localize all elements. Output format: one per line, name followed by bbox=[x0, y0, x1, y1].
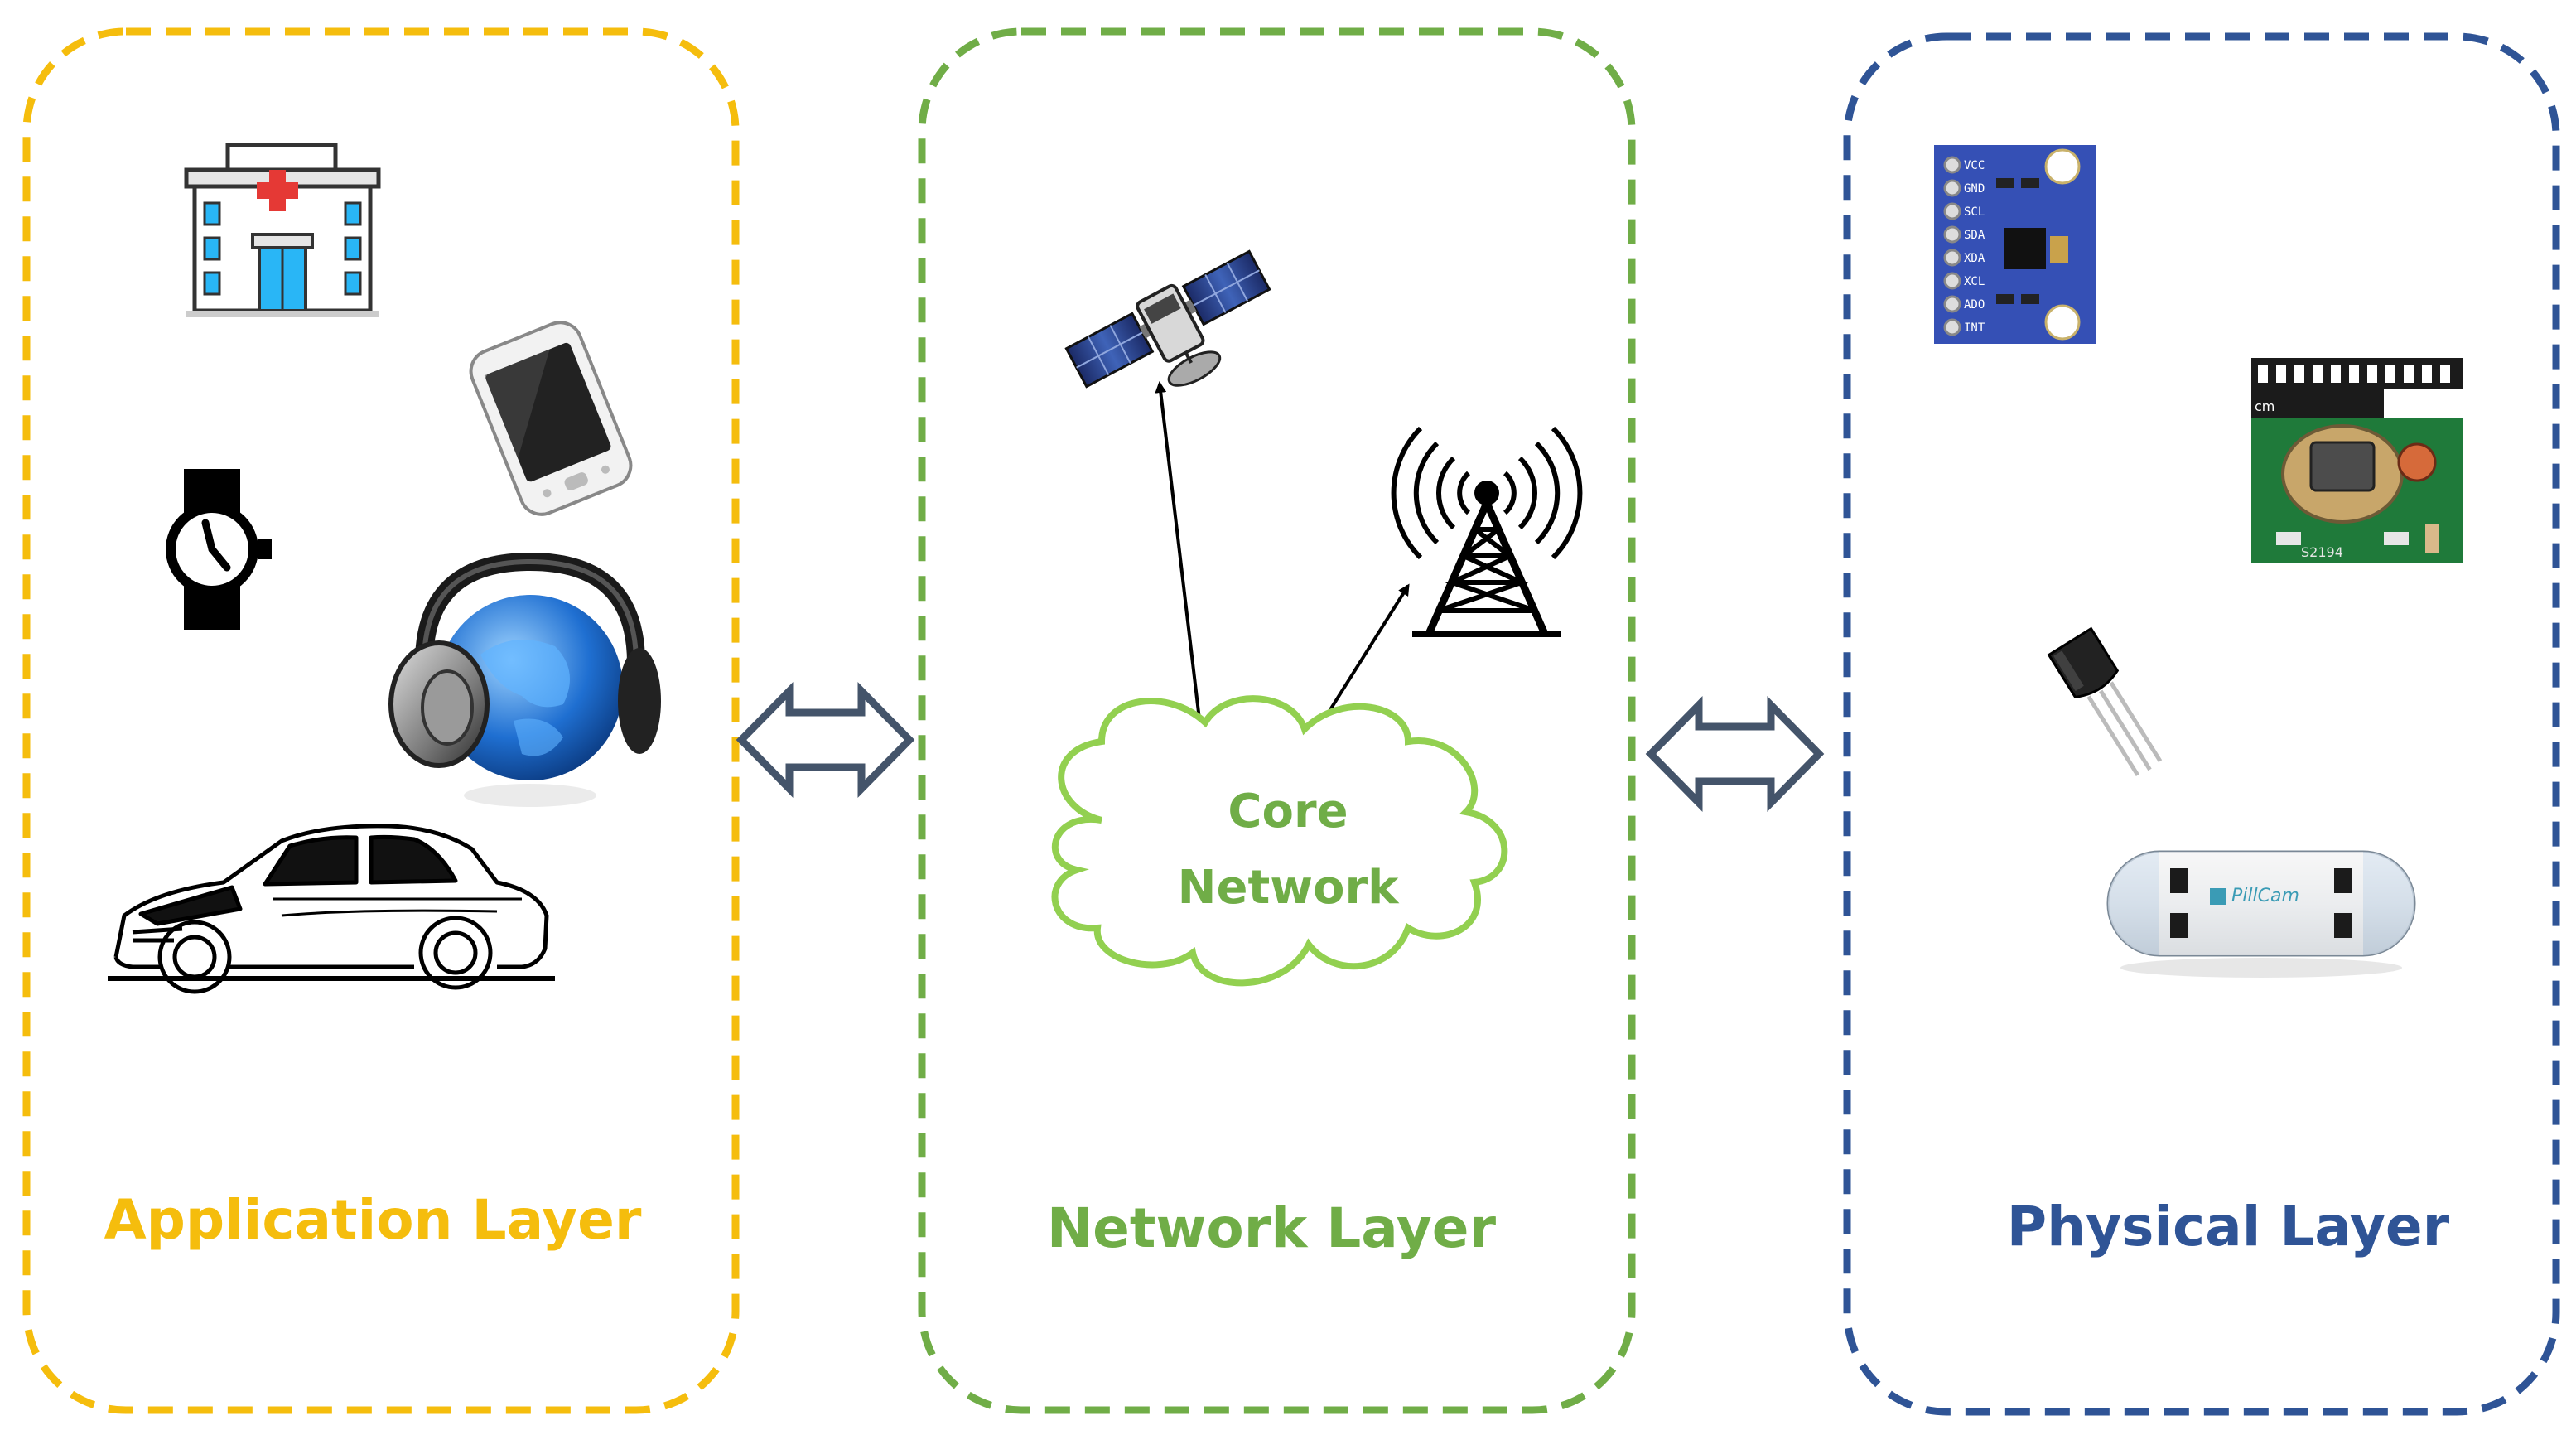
smartphone-icon bbox=[469, 321, 633, 516]
core-network-label-line1: Core bbox=[1228, 785, 1348, 838]
application-layer-border bbox=[22, 27, 740, 1414]
network-layer-title: Network Layer bbox=[1047, 1196, 1497, 1260]
pin-label-gnd: GND bbox=[1964, 182, 1985, 196]
motion-sensor-board-icon: cm S2194 bbox=[2251, 358, 2463, 563]
svg-text:cm: cm bbox=[2255, 399, 2275, 414]
hospital-icon bbox=[184, 143, 381, 317]
pin-label-sda: SDA bbox=[1964, 229, 1985, 242]
pill-camera-label: PillCam bbox=[2231, 886, 2299, 906]
cell-tower-icon bbox=[1391, 426, 1583, 637]
svg-text:S2194: S2194 bbox=[2301, 544, 2343, 560]
application-layer-panel: Application Layer bbox=[22, 27, 740, 1414]
pin-label-int: INT bbox=[1964, 321, 1985, 335]
temperature-sensor-icon bbox=[2047, 626, 2163, 777]
arrow-to-satellite bbox=[1155, 381, 1203, 734]
pin-label-vcc: VCC bbox=[1964, 159, 1985, 172]
bidirectional-arrow-app-network bbox=[736, 682, 915, 798]
pin-label-scl: SCL bbox=[1964, 205, 1985, 219]
pill-camera-icon: PillCam bbox=[2106, 850, 2416, 978]
physical-layer-title: Physical Layer bbox=[2007, 1195, 2450, 1259]
pin-label-ado: ADO bbox=[1964, 298, 1985, 312]
pin-label-xcl: XCL bbox=[1964, 275, 1985, 288]
application-layer-title: Application Layer bbox=[104, 1188, 642, 1252]
pin-label-xda: XDA bbox=[1964, 252, 1985, 265]
car-icon bbox=[108, 824, 555, 994]
network-layer-panel: Core Network Network Layer bbox=[918, 27, 1636, 1414]
accelerometer-board-icon: VCC GND SCL SDA XDA XCL ADO INT bbox=[1934, 145, 2096, 344]
physical-layer-panel: VCC GND SCL SDA XDA XCL ADO INT bbox=[1843, 32, 2560, 1416]
core-network-label-line2: Network bbox=[1178, 861, 1400, 915]
network-layer-border bbox=[918, 27, 1636, 1414]
smartwatch-icon bbox=[166, 469, 272, 630]
satellite-icon bbox=[1064, 249, 1271, 389]
core-network-cloud bbox=[1051, 695, 1508, 987]
headphones-globe-icon bbox=[388, 552, 661, 807]
bidirectional-arrow-network-physical bbox=[1645, 696, 1825, 812]
physical-layer-border bbox=[1843, 32, 2560, 1416]
